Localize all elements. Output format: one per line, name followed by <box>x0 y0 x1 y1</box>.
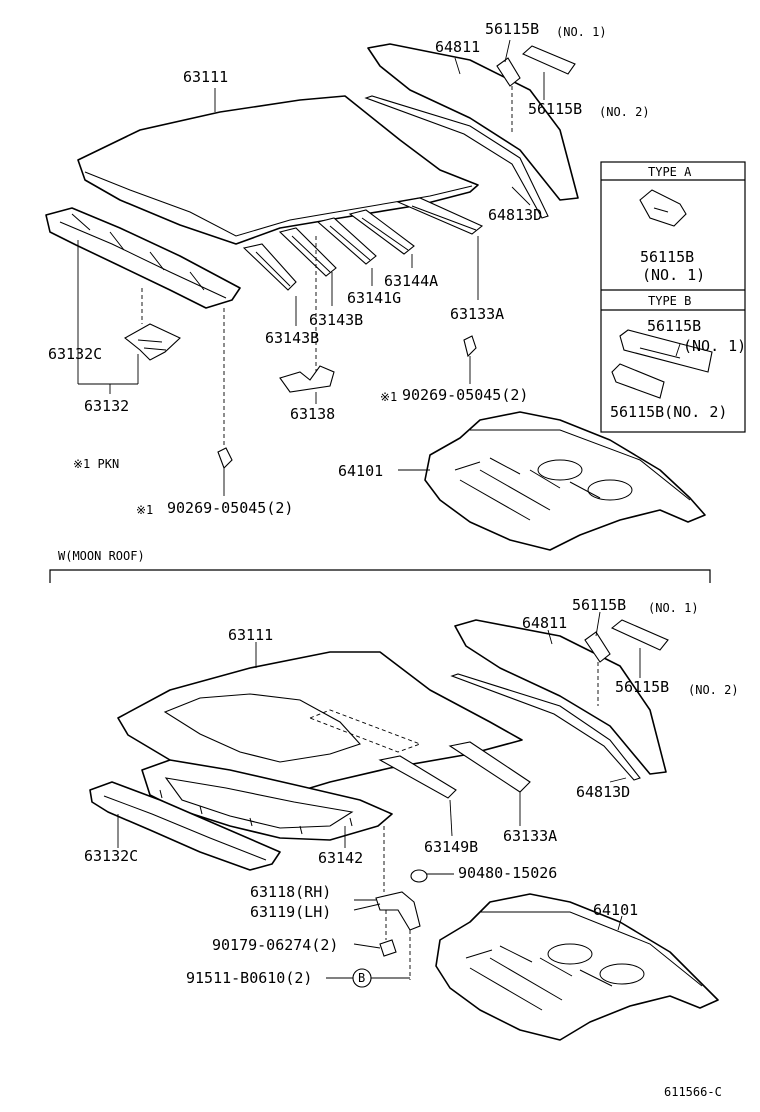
label-bow-4: 63144A <box>384 272 438 290</box>
package-tray-part <box>424 411 706 551</box>
moon-roof-section-bracket <box>49 569 711 583</box>
type-b-note-1: (NO. 1) <box>683 337 746 355</box>
type-b-part-1: 56115B <box>647 317 701 335</box>
roof-bracket-part <box>279 365 335 393</box>
type-a-title: TYPE A <box>648 165 692 179</box>
label-package-tray: 64101 <box>338 462 383 480</box>
label-nut-right: 90269-05045(2) <box>402 386 528 404</box>
label-bow-1: 63143B <box>265 329 319 347</box>
moon-label-clip: 90179-06274(2) <box>212 936 338 954</box>
moon-label-roof-panel: 63111 <box>228 626 273 644</box>
drawing-number: 611566-C <box>664 1085 722 1099</box>
moon-label-bracket-rh: 63118(RH) <box>250 883 331 901</box>
type-b-part-2: 56115B(NO. 2) <box>610 403 727 421</box>
note-mark-right: ※1 <box>380 390 397 404</box>
moon-rear-bows-part <box>308 709 531 799</box>
label-bow-3: 63141G <box>347 289 401 307</box>
back-window-glass-part <box>367 43 579 201</box>
leader-lines-upper <box>77 39 545 496</box>
label-nut-left: 90269-05045(2) <box>167 499 293 517</box>
type-b-clip-1-part <box>619 329 713 373</box>
front-header-panel-part <box>45 207 241 309</box>
moon-bolt-ref-mark: B <box>358 971 365 985</box>
label-front-header-panel: 63132C <box>48 345 102 363</box>
moon-label-bracket-lh: 63119(LH) <box>250 903 331 921</box>
label-header-assy: 63132 <box>84 397 129 415</box>
moon-label-package-tray: 64101 <box>593 901 638 919</box>
moon-back-window-glass-part <box>454 619 667 775</box>
sunroof-reinforcement-part <box>141 759 393 841</box>
moon-roof-section-title: W(MOON ROOF) <box>58 549 145 563</box>
label-bracket: 63138 <box>290 405 335 423</box>
moon-label-front-header-panel: 63132C <box>84 847 138 865</box>
type-b-title: TYPE B <box>648 294 691 308</box>
leader-lines-moon-roof <box>117 611 641 980</box>
moon-label-clip-no2: 56115B <box>615 678 669 696</box>
moon-label-clip-no1-note: (NO. 1) <box>648 601 699 615</box>
label-clip-no1: 56115B <box>485 20 539 38</box>
roof-bows-part <box>242 197 484 291</box>
moon-label-rear-bow: 63149B <box>424 838 478 856</box>
moon-label-back-window-molding: 64813D <box>576 783 630 801</box>
moon-label-clip-no2-note: (NO. 2) <box>688 683 739 697</box>
moon-front-header-part <box>89 781 281 871</box>
type-b-clip-2-part <box>611 363 665 399</box>
note-mark-left: ※1 <box>136 503 153 517</box>
moon-label-back-window-glass: 64811 <box>522 614 567 632</box>
label-roof-panel: 63111 <box>183 68 228 86</box>
moon-clip-parts <box>584 619 669 663</box>
type-a-note: (NO. 1) <box>642 266 705 284</box>
moon-package-tray-part <box>435 893 719 1041</box>
moon-back-window-molding-part <box>450 673 641 781</box>
label-back-window-molding: 64813D <box>488 206 542 224</box>
label-clip-no1-note: (NO. 1) <box>556 25 607 39</box>
nut-parts <box>217 335 477 469</box>
label-bow-2: 63143B <box>309 311 363 329</box>
moon-label-bolt: 91511-B0610(2) <box>186 969 312 987</box>
moon-label-plug: 90480-15026 <box>458 864 557 882</box>
moon-label-rear-header: 63133A <box>503 827 557 845</box>
type-box <box>600 161 746 433</box>
back-window-molding-part <box>364 95 549 219</box>
note-pkn: ※1 PKN <box>73 457 119 471</box>
roof-panel-part <box>77 95 479 245</box>
label-back-window-glass: 64811 <box>435 38 480 56</box>
label-clip-no2: 56115B <box>528 100 582 118</box>
type-a-clip-part <box>639 189 687 227</box>
moon-small-parts <box>352 869 428 988</box>
clip-parts <box>496 45 576 87</box>
moon-label-sunroof-reinforcement: 63142 <box>318 849 363 867</box>
header-bracket-part <box>124 323 181 361</box>
label-clip-no2-note: (NO. 2) <box>599 105 650 119</box>
label-rear-header: 63133A <box>450 305 504 323</box>
type-a-part: 56115B <box>640 248 694 266</box>
moon-label-clip-no1: 56115B <box>572 596 626 614</box>
